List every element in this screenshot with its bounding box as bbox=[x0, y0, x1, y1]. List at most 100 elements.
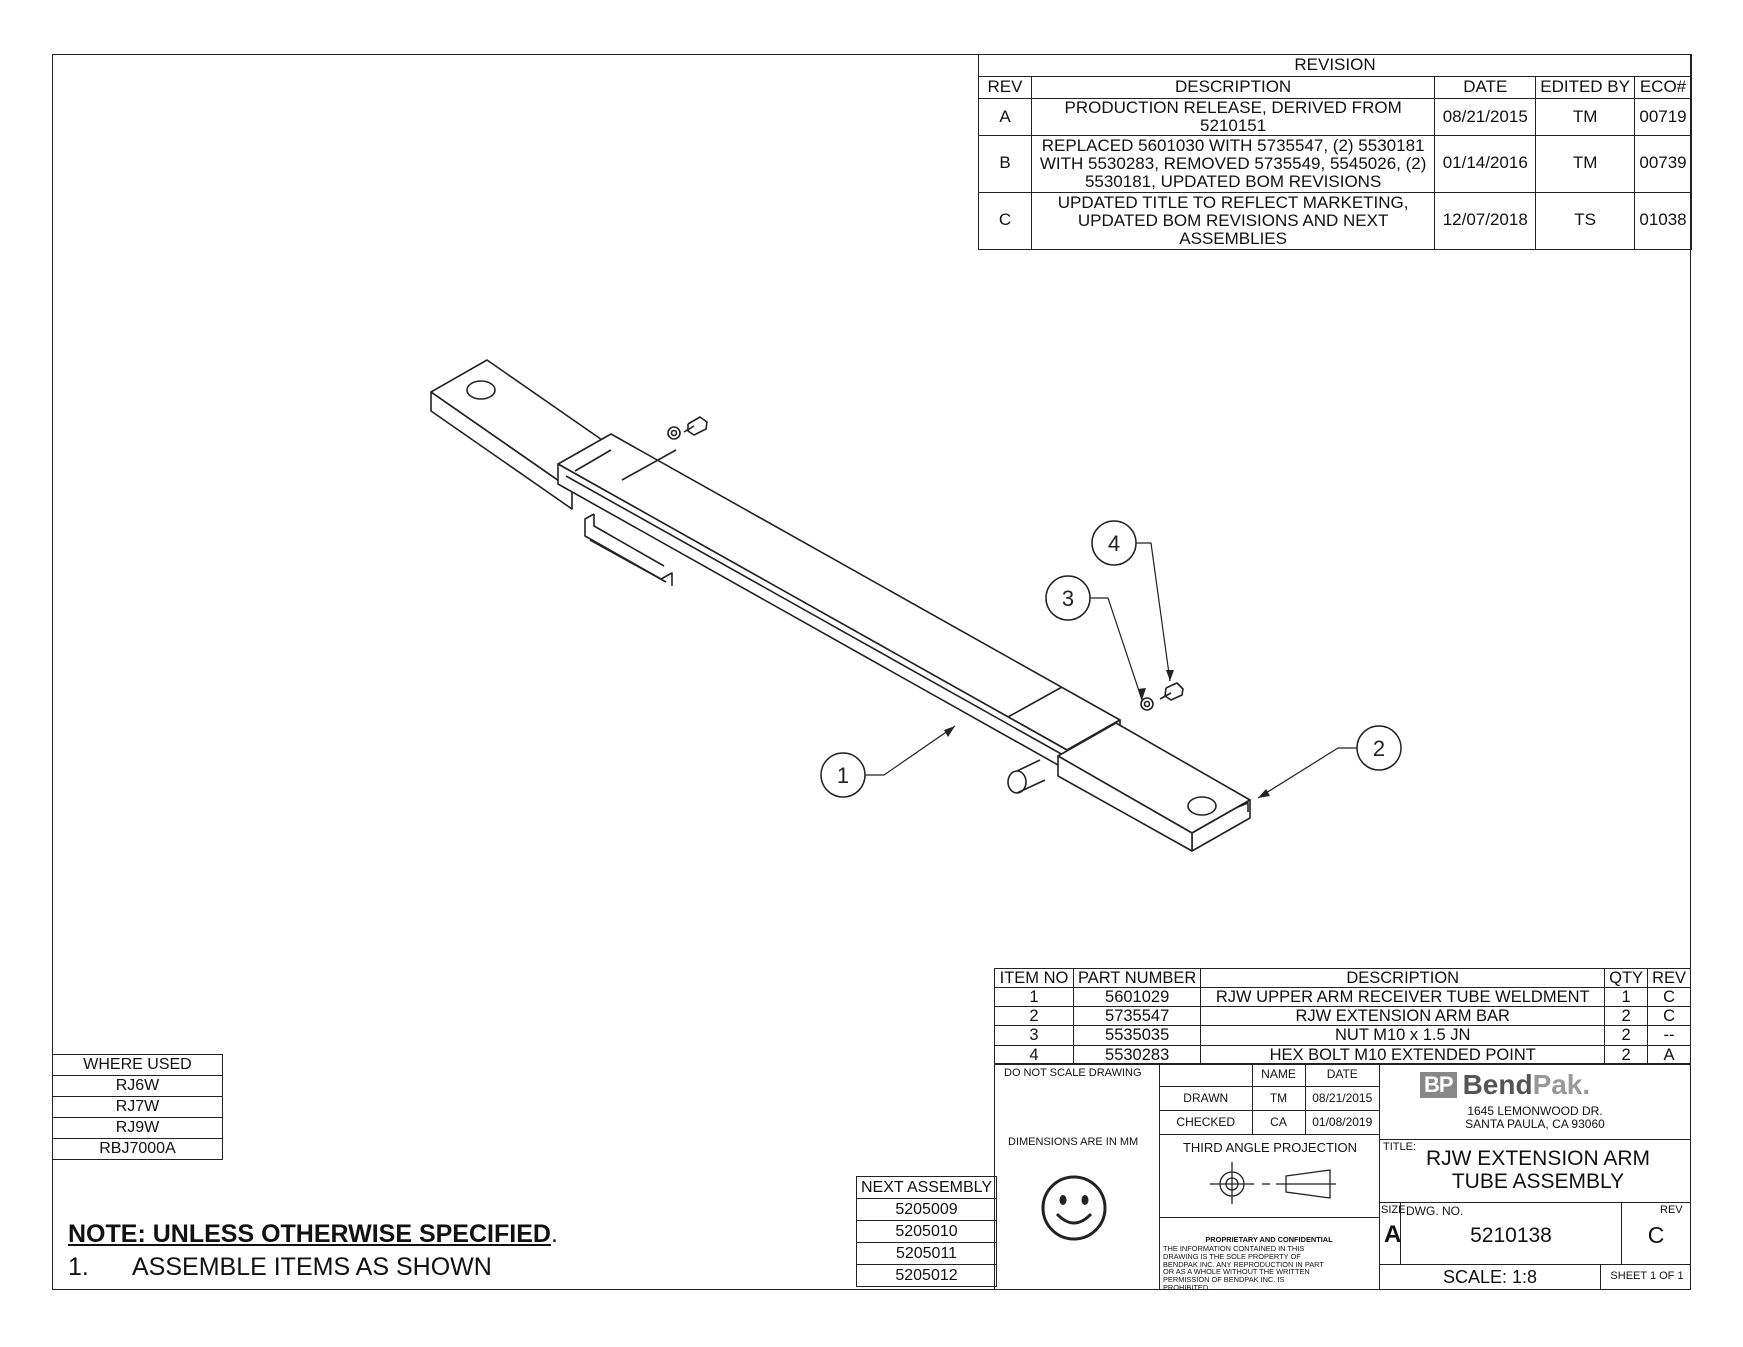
checked-name: CA bbox=[1251, 1110, 1306, 1135]
hardware-lower bbox=[1140, 682, 1184, 711]
part-description: RJW EXTENSION ARM BAR bbox=[1200, 1006, 1606, 1027]
address-line-1: 1645 LEMONWOOD DR. bbox=[1467, 1104, 1603, 1118]
next-assembly-item: 5205012 bbox=[855, 1264, 998, 1287]
part-rev: A bbox=[1647, 1044, 1691, 1065]
drawing-title-line-1: RJW EXTENSION ARM bbox=[1425, 1147, 1651, 1170]
part-description: RJW UPPER ARM RECEIVER TUBE WELDMENT bbox=[1200, 987, 1606, 1008]
next-assembly-item: 5205010 bbox=[855, 1220, 998, 1243]
notes: NOTE: UNLESS OTHERWISE SPECIFIED. 1.ASSE… bbox=[68, 1220, 558, 1282]
where-used-item: RBJ7000A bbox=[52, 1138, 223, 1160]
next-assembly-title: NEXT ASSEMBLY bbox=[855, 1176, 998, 1199]
revision-row: A PRODUCTION RELEASE, DERIVED FROM 52101… bbox=[978, 98, 1692, 136]
drawn-date: 08/21/2015 bbox=[1304, 1086, 1380, 1111]
balloon-3 bbox=[1045, 575, 1091, 621]
address-line-2: SANTA PAULA, CA 93060 bbox=[1465, 1117, 1605, 1131]
balloon-label: 2 bbox=[1373, 736, 1385, 761]
sheet-size: A bbox=[1384, 1221, 1402, 1248]
scale-box bbox=[1379, 1264, 1601, 1290]
bill-of-materials: ITEM NO PART NUMBER DESCRIPTION QTY REV … bbox=[994, 967, 1691, 1065]
next-assembly-table: NEXT ASSEMBLY 5205009 5205010 5205011 52… bbox=[855, 1176, 998, 1287]
balloon-4 bbox=[1091, 520, 1137, 566]
bom-row: 1 5601029 RJW UPPER ARM RECEIVER TUBE WE… bbox=[994, 987, 1691, 1008]
note-text: ASSEMBLE ITEMS AS SHOWN bbox=[132, 1253, 492, 1281]
rev-box bbox=[1621, 1202, 1691, 1265]
drawing-frame bbox=[52, 54, 1691, 1290]
item-no-header: ITEM NO bbox=[994, 967, 1074, 989]
date-header: DATE bbox=[1434, 76, 1537, 99]
logo-word-bend: Bend bbox=[1462, 1069, 1533, 1100]
revision-editor: TM bbox=[1535, 134, 1635, 193]
checked-date: 01/08/2019 bbox=[1304, 1110, 1380, 1135]
where-used-table: WHERE USED RJ6W RJ7W RJ9W RBJ7000A bbox=[52, 1054, 223, 1160]
bom-description-header: DESCRIPTION bbox=[1200, 967, 1606, 989]
bom-row: 2 5735547 RJW EXTENSION ARM BAR 2 C bbox=[994, 1006, 1691, 1027]
dwg-no-label: DWG. NO. bbox=[1406, 1204, 1464, 1218]
drawn-label: DRAWN bbox=[1159, 1086, 1253, 1111]
item-no: 2 bbox=[994, 1006, 1074, 1027]
where-used-item: RJ9W bbox=[52, 1117, 223, 1139]
mount-bracket bbox=[584, 513, 673, 586]
bom-row: 3 5535035 NUT M10 x 1.5 JN 2 -- bbox=[994, 1025, 1691, 1046]
qty-header: QTY bbox=[1604, 967, 1649, 989]
size-label: SIZE bbox=[1381, 1204, 1406, 1216]
part-rev: C bbox=[1647, 1006, 1691, 1027]
drawn-name: TM bbox=[1251, 1086, 1306, 1111]
revision-editor: TS bbox=[1535, 191, 1635, 250]
description-header: DESCRIPTION bbox=[1030, 76, 1436, 99]
leader-arrows bbox=[944, 670, 1270, 798]
part-number-header: PART NUMBER bbox=[1072, 967, 1202, 989]
part-number: 5735547 bbox=[1072, 1006, 1202, 1027]
revision-eco: 01038 bbox=[1634, 191, 1692, 250]
revision-eco: 00719 bbox=[1634, 98, 1692, 136]
note-item: 1. ASSEMBLE ITEMS AS SHOWN bbox=[68, 1253, 558, 1282]
balloon-2 bbox=[1356, 725, 1402, 771]
where-used-title: WHERE USED bbox=[52, 1054, 223, 1076]
leader-lines bbox=[864, 542, 1358, 799]
part-number: 5530283 bbox=[1072, 1044, 1202, 1065]
part-description: HEX BOLT M10 EXTENDED POINT bbox=[1200, 1044, 1606, 1065]
proprietary-title: PROPRIETARY AND CONFIDENTIAL bbox=[1205, 1235, 1333, 1244]
balloon-label: 3 bbox=[1062, 586, 1074, 611]
note-number: 1. bbox=[68, 1253, 89, 1281]
drawing-number: 5210138 bbox=[1470, 1224, 1552, 1247]
bom-row: 4 5530283 HEX BOLT M10 EXTENDED POINT 2 … bbox=[994, 1044, 1691, 1065]
title-rev-label: REV bbox=[1660, 1204, 1683, 1216]
part-number: 5535035 bbox=[1072, 1025, 1202, 1046]
pivot-pin bbox=[1007, 759, 1046, 794]
sheet-number: SHEET 1 OF 1 bbox=[1610, 1270, 1684, 1282]
revision-description: REPLACED 5601030 WITH 5735547, (2) 55301… bbox=[1030, 134, 1436, 193]
part-number: 5601029 bbox=[1072, 987, 1202, 1008]
drawing-title-line-2: TUBE ASSEMBLY bbox=[1451, 1170, 1625, 1193]
part-qty: 2 bbox=[1604, 1006, 1649, 1027]
eco-header: ECO# bbox=[1634, 76, 1692, 99]
checked-label: CHECKED bbox=[1159, 1110, 1253, 1135]
title-label: TITLE: bbox=[1383, 1141, 1417, 1153]
projection-label: THIRD ANGLE PROJECTION bbox=[1182, 1140, 1358, 1155]
logo-mark: BP bbox=[1420, 1072, 1457, 1098]
approval-table: NAME DATE DRAWN TM 08/21/2015 CHECKED CA… bbox=[1159, 1063, 1380, 1135]
next-assembly-item: 5205009 bbox=[855, 1198, 998, 1221]
extension-bar-right bbox=[1057, 722, 1251, 852]
name-header: NAME bbox=[1251, 1063, 1306, 1087]
next-assembly-item: 5205011 bbox=[855, 1242, 998, 1265]
revision-date: 12/07/2018 bbox=[1434, 191, 1537, 250]
do-not-scale-note: DO NOT SCALE DRAWING bbox=[1004, 1067, 1142, 1079]
revision-description: UPDATED TITLE TO REFLECT MARKETING, UPDA… bbox=[1030, 191, 1436, 250]
part-rev: C bbox=[1647, 987, 1691, 1008]
item-no: 4 bbox=[994, 1044, 1074, 1065]
drawing-scale: SCALE: 1:8 bbox=[1442, 1267, 1538, 1287]
revision-editor: TM bbox=[1535, 98, 1635, 136]
notes-heading: NOTE: UNLESS OTHERWISE SPECIFIED bbox=[68, 1220, 551, 1248]
bom-rev-header: REV bbox=[1647, 967, 1691, 989]
receiver-tube bbox=[557, 433, 1121, 771]
balloon-1 bbox=[820, 752, 866, 798]
revision-letter: C bbox=[978, 191, 1032, 250]
date-header: DATE bbox=[1304, 1063, 1380, 1087]
drawing-rev: C bbox=[1647, 1222, 1665, 1248]
where-used-item: RJ6W bbox=[52, 1075, 223, 1097]
proprietary-text: THE INFORMATION CONTAINED IN THIS DRAWIN… bbox=[1163, 1244, 1324, 1292]
revision-date: 08/21/2015 bbox=[1434, 98, 1537, 136]
balloon-label: 1 bbox=[837, 763, 849, 788]
